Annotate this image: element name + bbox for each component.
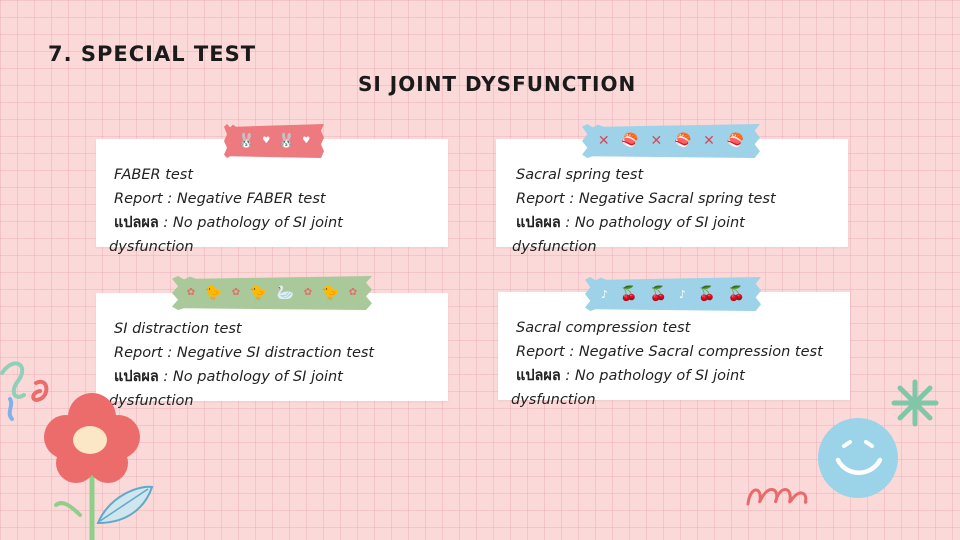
interpret-text: : No pathology of SI joint bbox=[560, 368, 745, 384]
test-card-si-distraction: SI distraction test Report : Negative SI… bbox=[96, 293, 448, 409]
bunny-icon: 🐰 bbox=[237, 133, 256, 149]
flower-icon: ✿ bbox=[231, 287, 241, 298]
note-icon: ♪ bbox=[679, 287, 687, 301]
test-interpretation-cont: dysfunction bbox=[512, 239, 597, 255]
test-name: SI distraction test bbox=[114, 321, 242, 337]
sushi-icon: 🍣 bbox=[621, 133, 639, 149]
goose-icon: 🦢 bbox=[276, 285, 295, 301]
washi-tape-sushi: ✕ 🍣 ✕ 🍣 ✕ 🍣 bbox=[582, 124, 760, 158]
sparkle-star-icon bbox=[891, 379, 939, 427]
page-subtitle: SI JOINT DYSFUNCTION bbox=[358, 72, 637, 96]
test-name: Sacral spring test bbox=[516, 167, 644, 183]
interpret-text: : No pathology of SI joint bbox=[560, 215, 745, 231]
test-interpretation-cont: dysfunction bbox=[511, 392, 596, 408]
interpret-label: แปลผล bbox=[114, 369, 159, 385]
interpret-text: : No pathology of SI joint bbox=[158, 215, 343, 231]
interpret-label: แปลผล bbox=[516, 215, 561, 231]
flower-icon: ✿ bbox=[186, 287, 196, 298]
test-name: FABER test bbox=[114, 167, 194, 183]
cherry-icon: 🍒 bbox=[620, 286, 638, 302]
chopsticks-icon: ✕ bbox=[703, 133, 715, 149]
test-report: Report : Negative SI distraction test bbox=[114, 345, 375, 361]
note-icon: ♪ bbox=[601, 287, 609, 301]
section-title: 7. SPECIAL TEST bbox=[48, 42, 257, 66]
heart-icon: ♥ bbox=[302, 135, 311, 146]
test-interpretation: แปลผล : No pathology of SI joint bbox=[516, 367, 745, 385]
test-interpretation: แปลผล : No pathology of SI joint bbox=[516, 214, 745, 232]
washi-tape-bunny: 🐰 ♥ 🐰 ♥ bbox=[224, 124, 324, 158]
duck-icon: 🐤 bbox=[204, 285, 223, 301]
sushi-icon: 🍣 bbox=[673, 133, 692, 149]
duck-icon: 🐤 bbox=[249, 285, 268, 301]
cherry-icon: 🍒 bbox=[727, 286, 745, 302]
flower-illustration bbox=[0, 361, 154, 540]
flower-icon: ✿ bbox=[303, 287, 313, 298]
test-name: Sacral compression test bbox=[516, 320, 691, 336]
washi-tape-cherry: ♪ 🍒 🍒 ♪ 🍒 🍒 bbox=[585, 277, 761, 311]
interpret-text: : No pathology of SI joint bbox=[158, 369, 343, 385]
chopsticks-icon: ✕ bbox=[650, 133, 663, 149]
cherry-icon: 🍒 bbox=[649, 286, 667, 302]
washi-tape-duck: ✿ 🐤 ✿ 🐤 🦢 ✿ 🐤 ✿ bbox=[172, 276, 372, 310]
sushi-icon: 🍣 bbox=[726, 133, 745, 149]
interpret-label: แปลผล bbox=[516, 368, 561, 384]
cherry-icon: 🍒 bbox=[698, 286, 716, 302]
bunny-icon: 🐰 bbox=[277, 133, 296, 149]
flower-icon: ✿ bbox=[348, 287, 358, 298]
test-interpretation: แปลผล : No pathology of SI joint bbox=[114, 368, 343, 386]
test-report: Report : Negative Sacral compression tes… bbox=[516, 344, 823, 360]
smiley-face-icon bbox=[818, 418, 898, 498]
test-interpretation-cont: dysfunction bbox=[109, 239, 194, 255]
test-report: Report : Negative FABER test bbox=[114, 191, 326, 207]
interpret-label: แปลผล bbox=[114, 215, 159, 231]
duck-icon: 🐤 bbox=[321, 285, 340, 301]
test-interpretation-cont: dysfunction bbox=[109, 393, 194, 409]
test-report: Report : Negative Sacral spring test bbox=[516, 191, 776, 207]
test-interpretation: แปลผล : No pathology of SI joint bbox=[114, 214, 343, 232]
heart-icon: ♥ bbox=[262, 135, 271, 146]
test-card-sacral-compression: Sacral compression test Report : Negativ… bbox=[498, 292, 850, 408]
chopsticks-icon: ✕ bbox=[597, 133, 610, 149]
squiggle-loops-icon bbox=[746, 488, 808, 506]
